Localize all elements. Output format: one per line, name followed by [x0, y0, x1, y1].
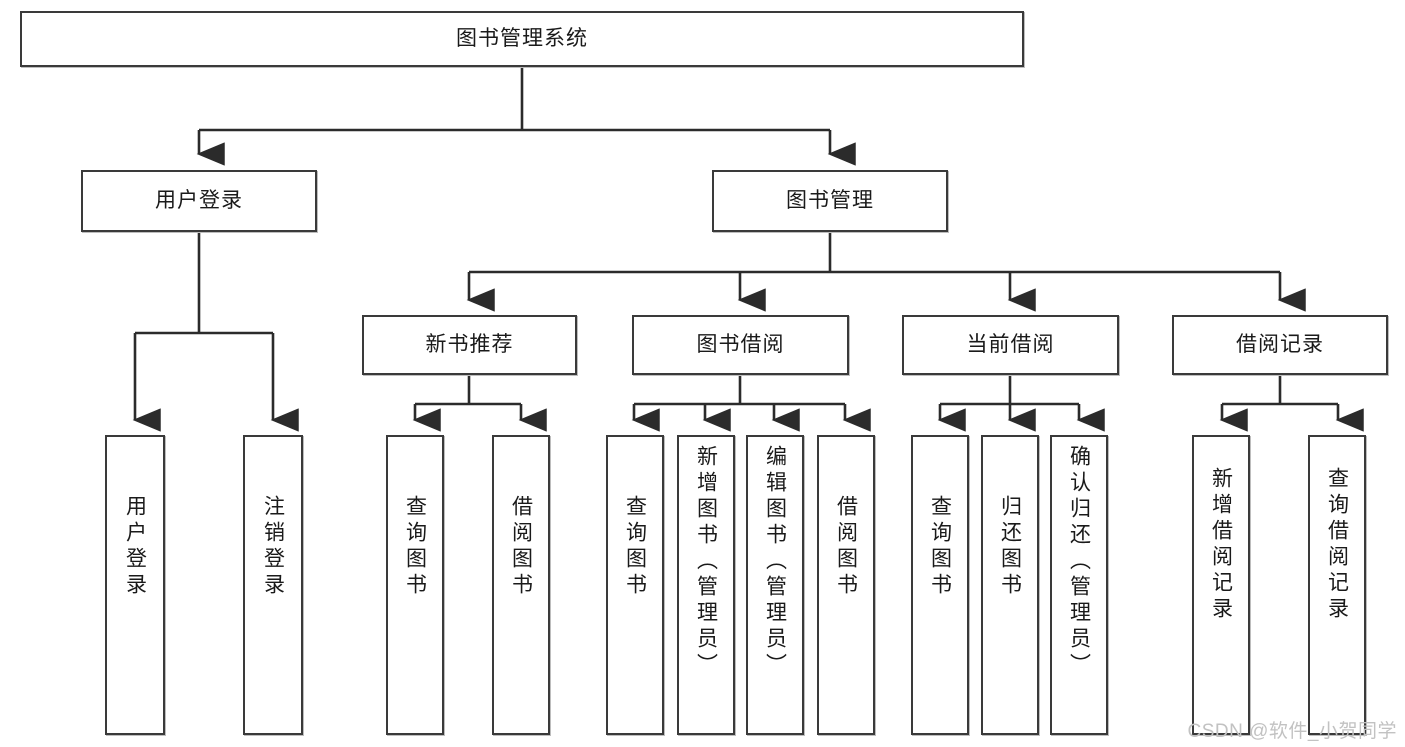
node-label: 新增图书（管理员） [694, 445, 718, 679]
leaf-new-book-query-book[interactable]: 查询图书 [386, 435, 444, 735]
node-label: 注销登录 [261, 495, 285, 599]
node-label: 图书借阅 [696, 333, 785, 357]
node-label: 用户登录 [155, 189, 243, 213]
node-label: 编辑图书（管理员） [763, 445, 787, 679]
leaf-borrow-records-query-record[interactable]: 查询借阅记录 [1308, 435, 1366, 735]
leaf-new-book-borrow-book[interactable]: 借阅图书 [492, 435, 550, 735]
node-label: 用户登录 [123, 495, 147, 599]
node-book-borrow[interactable]: 图书借阅 [632, 315, 849, 375]
node-label: 确认归还（管理员） [1067, 445, 1091, 679]
node-label: 查询图书 [623, 495, 647, 599]
node-root-book-management-system[interactable]: 图书管理系统 [20, 11, 1024, 67]
node-label: 查询图书 [403, 495, 427, 599]
node-label: 新书推荐 [425, 333, 514, 357]
node-label: 图书管理系统 [456, 27, 588, 51]
leaf-current-borrow-query-book[interactable]: 查询图书 [911, 435, 969, 735]
leaf-book-borrow-edit-book-admin[interactable]: 编辑图书（管理员） [746, 435, 804, 735]
node-label: 归还图书 [998, 495, 1022, 599]
leaf-current-borrow-confirm-return-admin[interactable]: 确认归还（管理员） [1050, 435, 1108, 735]
node-label: 当前借阅 [966, 333, 1055, 357]
leaf-current-borrow-return-book[interactable]: 归还图书 [981, 435, 1039, 735]
node-current-borrow[interactable]: 当前借阅 [902, 315, 1119, 375]
leaf-book-borrow-add-book-admin[interactable]: 新增图书（管理员） [677, 435, 735, 735]
node-label: 查询借阅记录 [1325, 467, 1349, 623]
node-label: 借阅记录 [1236, 333, 1324, 357]
node-label: 图书管理 [786, 189, 874, 213]
leaf-book-borrow-query-book[interactable]: 查询图书 [606, 435, 664, 735]
node-label: 借阅图书 [834, 495, 858, 599]
node-borrow-records[interactable]: 借阅记录 [1172, 315, 1388, 375]
node-user-login[interactable]: 用户登录 [81, 170, 317, 232]
watermark: CSDN @软件_小贺同学 [1187, 721, 1397, 742]
leaf-user-login-login[interactable]: 用户登录 [105, 435, 165, 735]
leaf-book-borrow-borrow-book[interactable]: 借阅图书 [817, 435, 875, 735]
leaf-borrow-records-add-record[interactable]: 新增借阅记录 [1192, 435, 1250, 735]
leaf-user-login-logout[interactable]: 注销登录 [243, 435, 303, 735]
node-label: 借阅图书 [509, 495, 533, 599]
node-label: 新增借阅记录 [1209, 467, 1233, 623]
node-new-book-recommend[interactable]: 新书推荐 [362, 315, 577, 375]
node-book-management[interactable]: 图书管理 [712, 170, 948, 232]
node-label: 查询图书 [928, 495, 952, 599]
